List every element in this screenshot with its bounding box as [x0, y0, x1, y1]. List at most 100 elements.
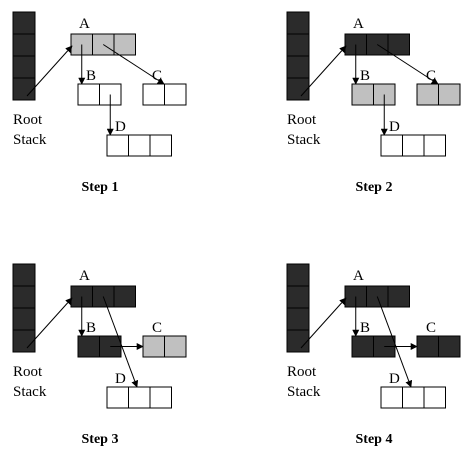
- node-a-cell: [113, 285, 136, 308]
- pointer-arrow: [300, 45, 347, 97]
- node-c-label: C: [426, 68, 436, 84]
- pointer-arrow: [376, 44, 439, 85]
- root-stack: [12, 11, 36, 101]
- root-stack-cell: [12, 263, 36, 287]
- root-stack: [286, 263, 310, 353]
- node-d-label: D: [115, 371, 126, 387]
- root-label: Root: [287, 364, 317, 380]
- node-d-cell: [423, 386, 446, 409]
- node-d-cell: [423, 134, 446, 157]
- pointer-arrow: [26, 45, 73, 97]
- node-b-cell: [351, 335, 374, 358]
- node-d-cell: [402, 134, 425, 157]
- root-stack: [286, 11, 310, 101]
- node-c: C: [142, 68, 187, 106]
- node-d-cell: [380, 386, 403, 409]
- node-b-cell: [77, 335, 100, 358]
- node-c-cell: [164, 335, 187, 358]
- node-a: A: [70, 16, 136, 56]
- node-a-cell: [387, 33, 410, 56]
- node-d-cell: [128, 386, 151, 409]
- root-stack-cell: [286, 77, 310, 101]
- node-a-label: A: [79, 16, 90, 32]
- node-a-cell: [387, 285, 410, 308]
- root-stack-cell: [286, 285, 310, 309]
- stack-label: Stack: [13, 132, 47, 148]
- node-b-cell: [77, 83, 100, 106]
- node-d-cell: [149, 386, 172, 409]
- node-c-cell: [438, 83, 461, 106]
- node-a-cell: [113, 33, 136, 56]
- step-label: Step 2: [356, 180, 393, 195]
- node-c-label: C: [426, 320, 436, 336]
- step-label: Step 1: [82, 180, 119, 195]
- root-stack-cell: [12, 307, 36, 331]
- node-d-cell: [128, 134, 151, 157]
- node-d: D: [380, 371, 446, 409]
- node-d-cell: [149, 134, 172, 157]
- root-label: Root: [13, 112, 43, 128]
- node-a: A: [70, 268, 136, 308]
- node-a: A: [344, 16, 410, 56]
- root-stack-cell: [286, 55, 310, 79]
- node-a-label: A: [353, 16, 364, 32]
- node-b-cell: [351, 83, 374, 106]
- node-b-label: B: [86, 320, 96, 336]
- node-a-label: A: [353, 268, 364, 284]
- root-stack: [12, 263, 36, 353]
- node-c-cell: [416, 83, 439, 106]
- node-b-label: B: [360, 320, 370, 336]
- root-stack-cell: [12, 11, 36, 35]
- pointer-arrow: [300, 297, 347, 349]
- root-stack-cell: [12, 33, 36, 57]
- root-label: Root: [287, 112, 317, 128]
- node-d: D: [380, 119, 446, 157]
- node-c-cell: [142, 83, 165, 106]
- stack-label: Stack: [13, 384, 47, 400]
- root-stack-cell: [286, 263, 310, 287]
- node-d-cell: [106, 386, 129, 409]
- node-b-label: B: [360, 68, 370, 84]
- node-c-label: C: [152, 320, 162, 336]
- node-c-cell: [164, 83, 187, 106]
- node-a: A: [344, 268, 410, 308]
- node-c-label: C: [152, 68, 162, 84]
- node-d-label: D: [115, 119, 126, 135]
- node-b-label: B: [86, 68, 96, 84]
- node-b: B: [351, 68, 396, 106]
- node-c-cell: [416, 335, 439, 358]
- root-stack-cell: [286, 307, 310, 331]
- node-c-cell: [142, 335, 165, 358]
- pointer-arrow: [26, 297, 73, 349]
- node-d-cell: [380, 134, 403, 157]
- root-stack-cell: [12, 329, 36, 353]
- node-c: C: [416, 68, 461, 106]
- node-b: B: [77, 68, 122, 106]
- root-stack-cell: [286, 11, 310, 35]
- stack-label: Stack: [287, 132, 321, 148]
- root-stack-cell: [286, 329, 310, 353]
- root-stack-cell: [12, 77, 36, 101]
- root-stack-cell: [286, 33, 310, 57]
- node-d-label: D: [389, 119, 400, 135]
- step-label: Step 4: [356, 432, 393, 447]
- node-c: C: [416, 320, 461, 358]
- pointer-arrow: [376, 296, 413, 388]
- node-d-cell: [402, 386, 425, 409]
- root-stack-cell: [12, 55, 36, 79]
- node-d: D: [106, 119, 172, 157]
- node-d-cell: [106, 134, 129, 157]
- node-c-cell: [438, 335, 461, 358]
- stack-label: Stack: [287, 384, 321, 400]
- root-label: Root: [13, 364, 43, 380]
- node-d: D: [106, 371, 172, 409]
- pointer-arrow: [102, 296, 139, 388]
- node-a-label: A: [79, 268, 90, 284]
- root-stack-cell: [12, 285, 36, 309]
- node-d-label: D: [389, 371, 400, 387]
